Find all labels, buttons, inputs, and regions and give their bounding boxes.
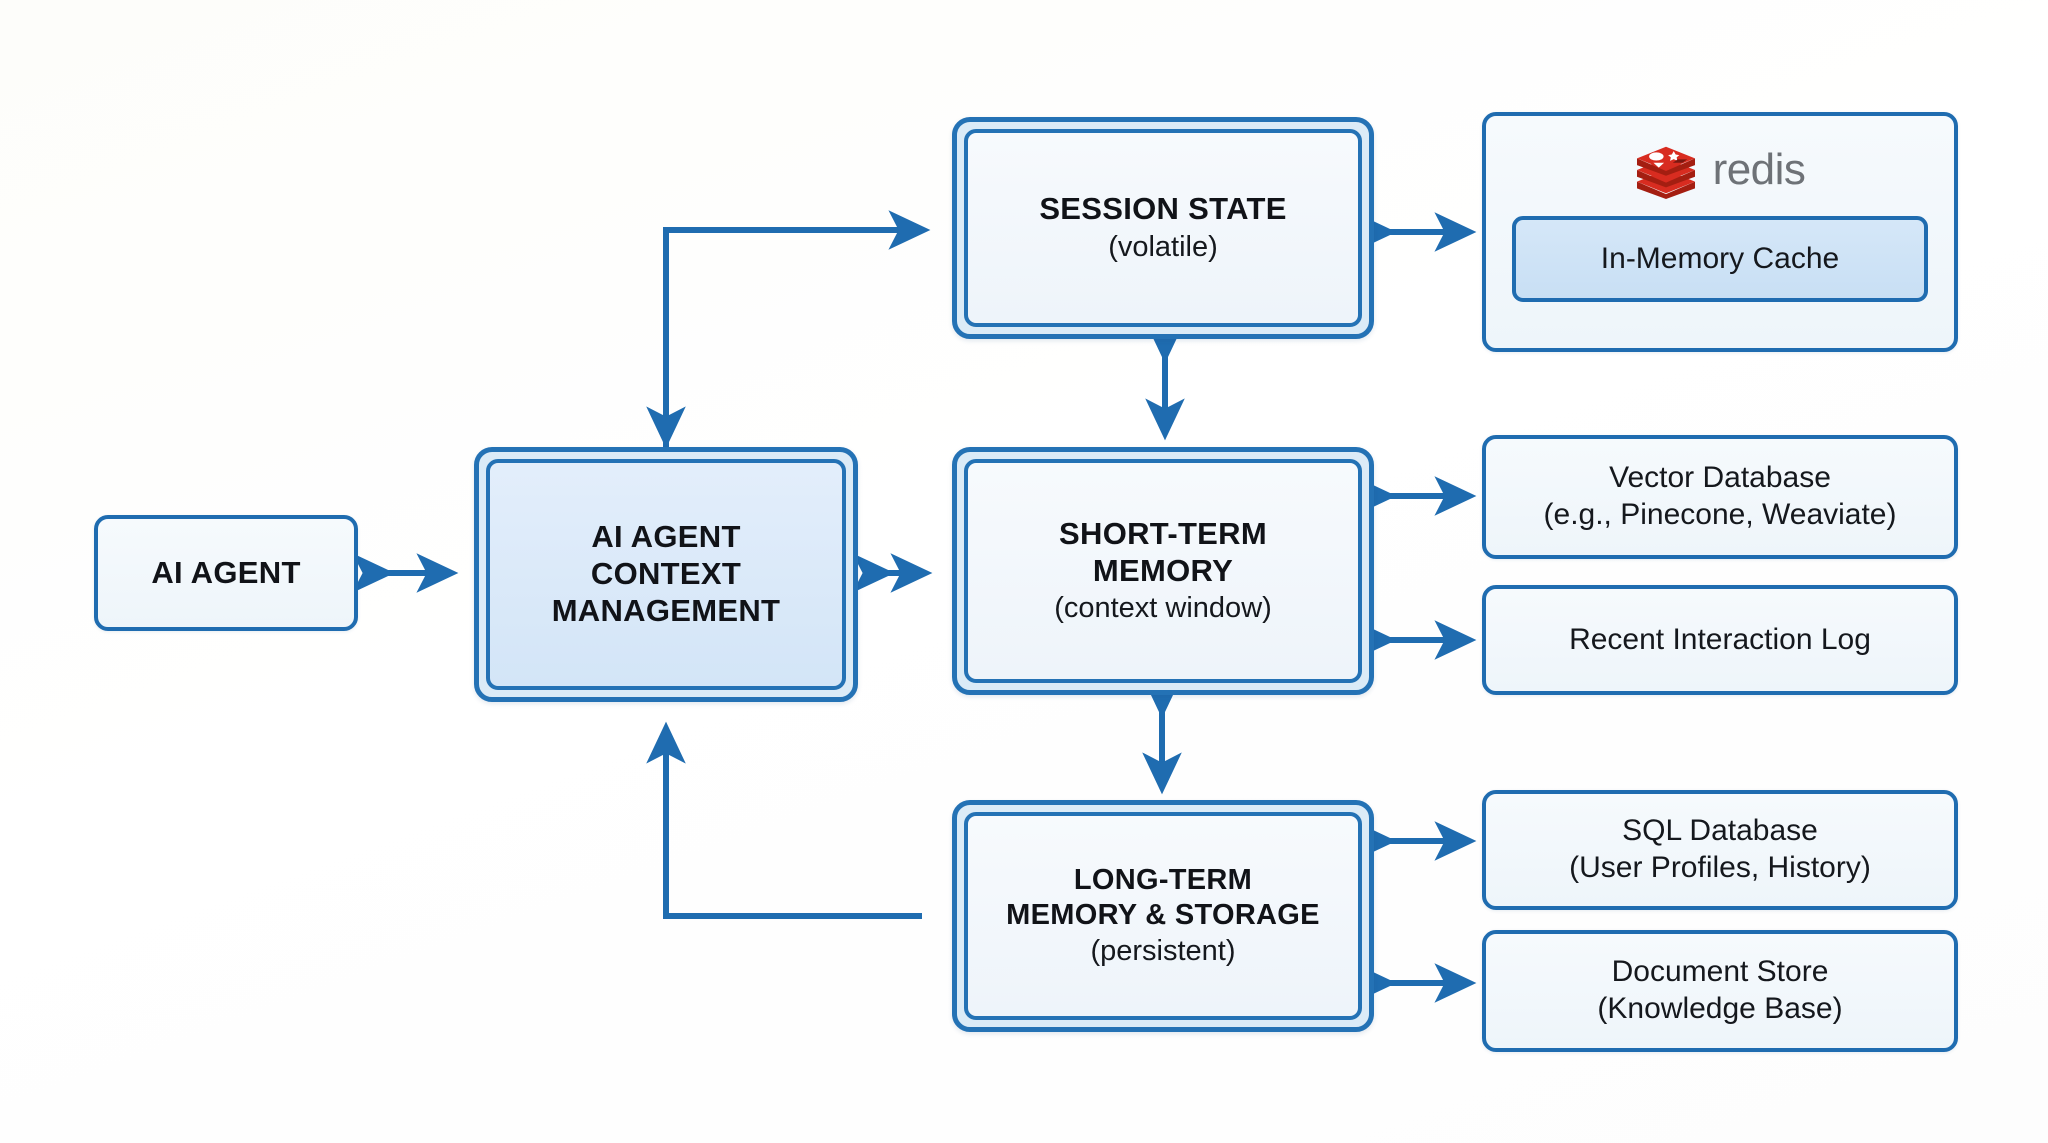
vector-database-line1: Vector Database	[1609, 461, 1831, 495]
recent-interaction-log-label: Recent Interaction Log	[1569, 622, 1871, 656]
node-sql-database[interactable]: SQL Database (User Profiles, History)	[1482, 790, 1958, 910]
node-ai-agent[interactable]: AI AGENT	[94, 515, 358, 631]
in-memory-cache-label: In-Memory Cache	[1600, 241, 1840, 275]
context-management-line3: MANAGEMENT	[551, 592, 781, 628]
ai-agent-title: AI AGENT	[151, 554, 301, 590]
redis-logo-icon	[1636, 146, 1695, 199]
node-redis-panel[interactable]: redis In-Memory Cache	[1482, 112, 1958, 352]
session-state-subtitle: (volatile)	[1108, 231, 1218, 264]
session-state-title: SESSION STATE	[1039, 191, 1287, 227]
wire-longterm-context	[646, 721, 922, 919]
context-management-line2: CONTEXT	[590, 556, 742, 592]
node-recent-interaction-log[interactable]: Recent Interaction Log	[1482, 585, 1958, 695]
long-term-memory-line2: MEMORY & STORAGE	[1006, 898, 1320, 931]
node-document-store[interactable]: Document Store (Knowledge Base)	[1482, 930, 1958, 1052]
node-vector-database[interactable]: Vector Database (e.g., Pinecone, Weaviat…	[1482, 435, 1958, 559]
sql-database-line2: (User Profiles, History)	[1569, 851, 1871, 884]
vector-database-line2: (e.g., Pinecone, Weaviate)	[1543, 498, 1897, 531]
node-session-state[interactable]: SESSION STATE (volatile)	[952, 117, 1374, 339]
short-term-memory-line2: MEMORY	[1092, 552, 1234, 588]
node-long-term-memory[interactable]: LONG-TERM MEMORY & STORAGE (persistent)	[952, 800, 1374, 1032]
document-store-line1: Document Store	[1611, 955, 1829, 989]
long-term-memory-line1: LONG-TERM	[1073, 864, 1253, 897]
node-context-management[interactable]: AI AGENT CONTEXT MANAGEMENT	[474, 447, 858, 702]
document-store-line2: (Knowledge Base)	[1597, 992, 1843, 1025]
sql-database-line1: SQL Database	[1622, 814, 1818, 848]
context-management-line1: AI AGENT	[591, 519, 741, 555]
wire-context-session	[663, 210, 931, 452]
node-short-term-memory[interactable]: SHORT-TERM MEMORY (context window)	[952, 447, 1374, 695]
node-in-memory-cache[interactable]: In-Memory Cache	[1512, 216, 1928, 302]
redis-logo-lockup: redis	[1512, 134, 1928, 206]
redis-wordmark: redis	[1712, 145, 1806, 194]
long-term-memory-subtitle: (persistent)	[1090, 935, 1236, 968]
short-term-memory-subtitle: (context window)	[1054, 592, 1272, 625]
short-term-memory-line1: SHORT-TERM	[1059, 515, 1267, 551]
